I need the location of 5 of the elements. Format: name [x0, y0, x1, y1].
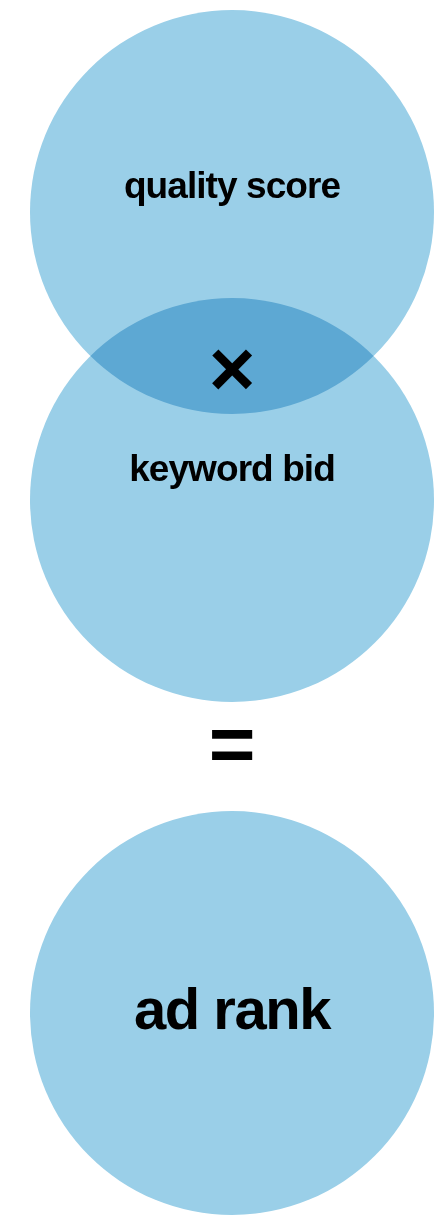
circle-label: quality score — [122, 165, 342, 208]
circle-label: ad rank — [132, 976, 332, 1043]
operator-symbol: = — [207, 700, 257, 788]
circle-label: keyword bid — [128, 448, 336, 491]
operator-symbol: × — [207, 325, 257, 413]
